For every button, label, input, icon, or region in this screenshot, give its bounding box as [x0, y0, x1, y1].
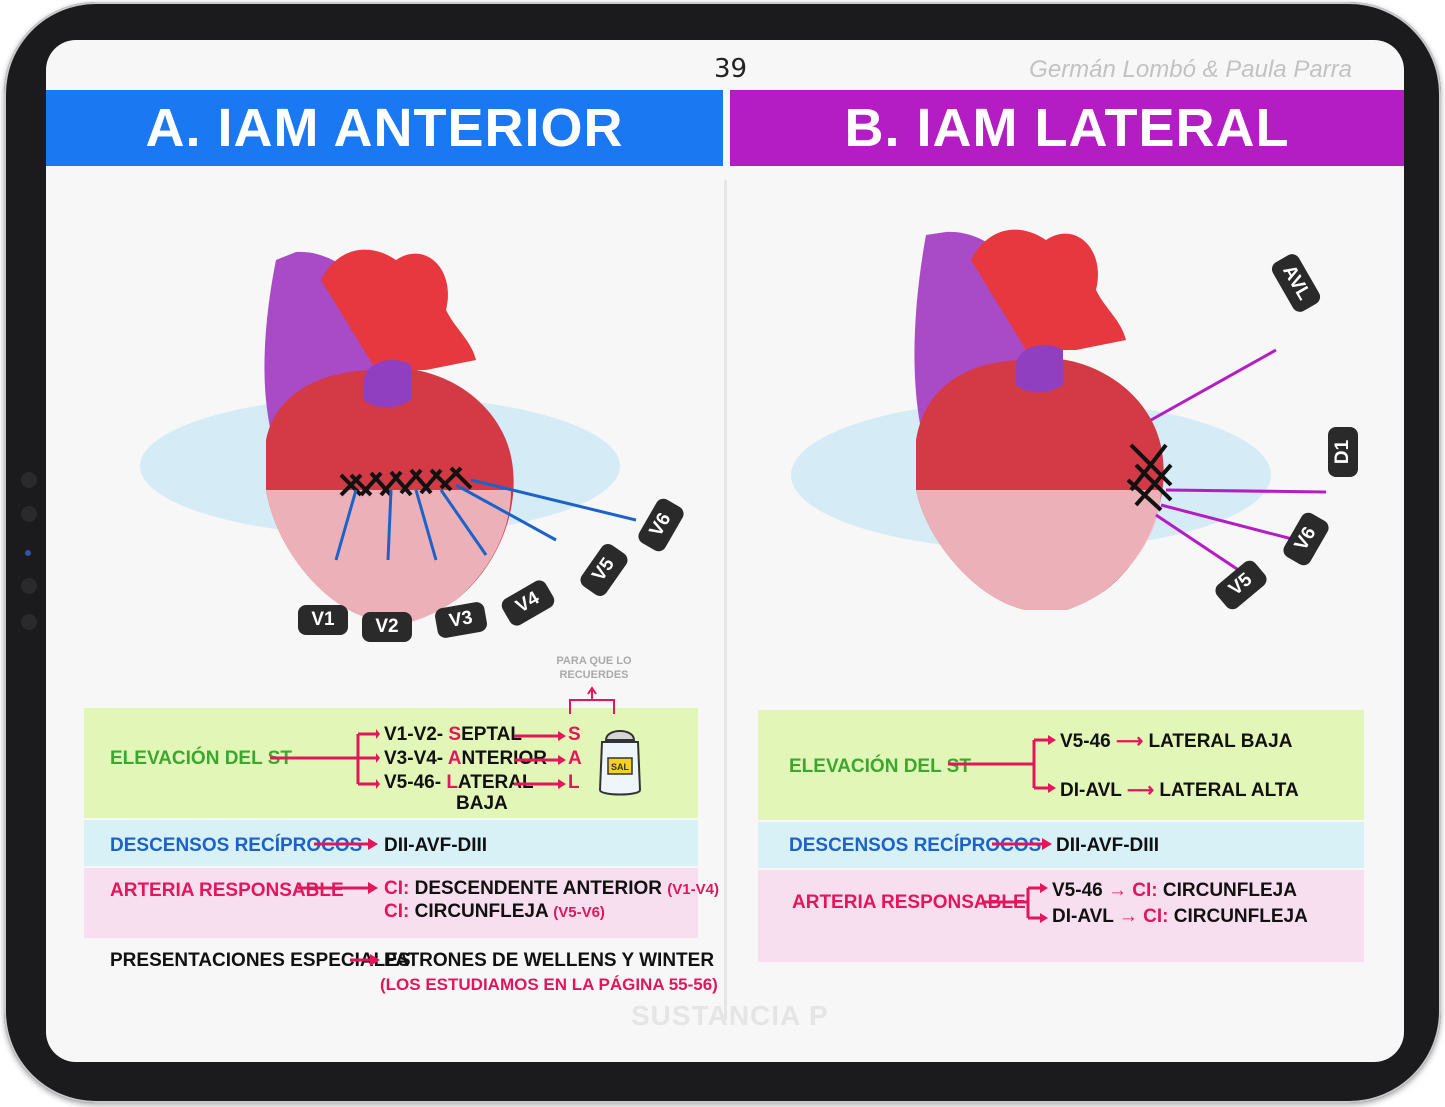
special-note: (LOS ESTUDIAMOS EN LA PÁGINA 55-56)	[380, 975, 718, 994]
heart-lateral-illustration	[791, 229, 1327, 610]
svg-text:SAL: SAL	[611, 762, 630, 772]
artery-arrow	[298, 882, 378, 894]
st-elevation-bracket	[270, 729, 380, 789]
mnemonic-letter-s: S	[568, 724, 581, 745]
aorta	[971, 229, 1126, 350]
special-label: PRESENTACIONES ESPECIALES	[110, 950, 411, 971]
authors: Germán Lombó & Paula Parra	[1029, 56, 1352, 83]
reciprocal-band	[758, 822, 1364, 868]
st-elevation-band	[758, 710, 1364, 820]
artery-band	[84, 868, 698, 938]
watermark: SUSTANCIA P	[631, 1000, 829, 1031]
st-row-1: V1-V2- SEPTAL	[384, 724, 522, 745]
side-button	[21, 614, 37, 630]
reciprocal-value: DII-AVF-DIII	[384, 835, 488, 856]
artery-line-2: CI: CIRCUNFLEJA (V5-V6)	[384, 901, 605, 922]
reciprocal-arrow	[314, 838, 378, 850]
st-elevation-label: ELEVACIÓN DEL ST	[789, 756, 971, 777]
infarct-zone	[339, 466, 473, 497]
mnemonic-letter-l: L	[568, 772, 580, 793]
page: 39 Germán Lombó & Paula Parra A. IAM ANT…	[46, 40, 1404, 1062]
reciprocal-value: DII-AVF-DIII	[1056, 835, 1160, 856]
artery-line-1: CI: DESCENDENTE ANTERIOR (V1-V4)	[384, 878, 719, 899]
electrode-v1: V1	[298, 605, 348, 635]
pulmonary-trunk	[1016, 345, 1063, 393]
st-row-3-extra: BAJA	[456, 793, 508, 814]
lead-arrows	[1150, 348, 1327, 577]
electrode-d1: D1	[1328, 427, 1358, 477]
electrode-v2: V2	[362, 612, 412, 642]
mnemonic-arrows	[514, 731, 566, 789]
reciprocal-label: DESCENSOS RECÍPROCOS	[789, 835, 1042, 856]
st-row-2: DI-AVL ⟶ LATERAL ALTA	[1060, 780, 1299, 801]
side-button	[21, 472, 37, 488]
st-row-2: V3-V4- ANTERIOR	[384, 748, 547, 769]
artery-band	[758, 870, 1364, 962]
side-button	[21, 506, 37, 522]
aorta	[321, 249, 476, 370]
salt-shaker-icon: SAL	[598, 730, 642, 796]
st-elevation-label: ELEVACIÓN DEL ST	[110, 748, 292, 769]
st-elevation-bracket	[948, 735, 1056, 793]
page-divider	[724, 180, 727, 1020]
artery-row-2: DI-AVL → CI: CIRCUNFLEJA	[1052, 906, 1308, 927]
lead-arrows	[334, 478, 637, 561]
reciprocal-label: DESCENSOS RECÍPROCOS	[110, 835, 363, 856]
page-number: 39	[714, 54, 748, 84]
mnemonic-note: PARA QUE LO RECUERDES	[556, 655, 632, 681]
st-row-3: V5-46- LATERAL	[384, 772, 534, 793]
artery-label: ARTERIA RESPONSABLE	[792, 892, 1026, 913]
section-title-lateral: B. IAM LATERAL	[730, 90, 1404, 166]
special-value: PATRONES DE WELLENS Y WINTER	[384, 950, 715, 971]
camera-icon	[25, 550, 31, 556]
artery-row-1: V5-46 → CI: CIRCUNFLEJA	[1052, 880, 1297, 901]
pulmonary-trunk	[364, 360, 411, 408]
mnemonic-letter-a: A	[568, 748, 582, 769]
reciprocal-arrow	[992, 838, 1052, 850]
st-elevation-band	[84, 708, 698, 818]
artery-label: ARTERIA RESPONSABLE	[110, 880, 344, 901]
tablet-frame: 39 Germán Lombó & Paula Parra A. IAM ANT…	[4, 2, 1441, 1103]
side-button	[21, 578, 37, 594]
st-row-1: V5-46 ⟶ LATERAL BAJA	[1060, 731, 1293, 752]
infarct-zone	[1126, 443, 1173, 512]
artery-bracket	[982, 883, 1048, 923]
heart-anterior-illustration	[140, 249, 637, 624]
section-title-anterior: A. IAM ANTERIOR	[46, 90, 723, 166]
mnemonic-bracket	[569, 686, 615, 714]
special-arrow	[350, 954, 380, 966]
heart-lower-section	[916, 490, 1161, 610]
reciprocal-band	[84, 820, 698, 866]
